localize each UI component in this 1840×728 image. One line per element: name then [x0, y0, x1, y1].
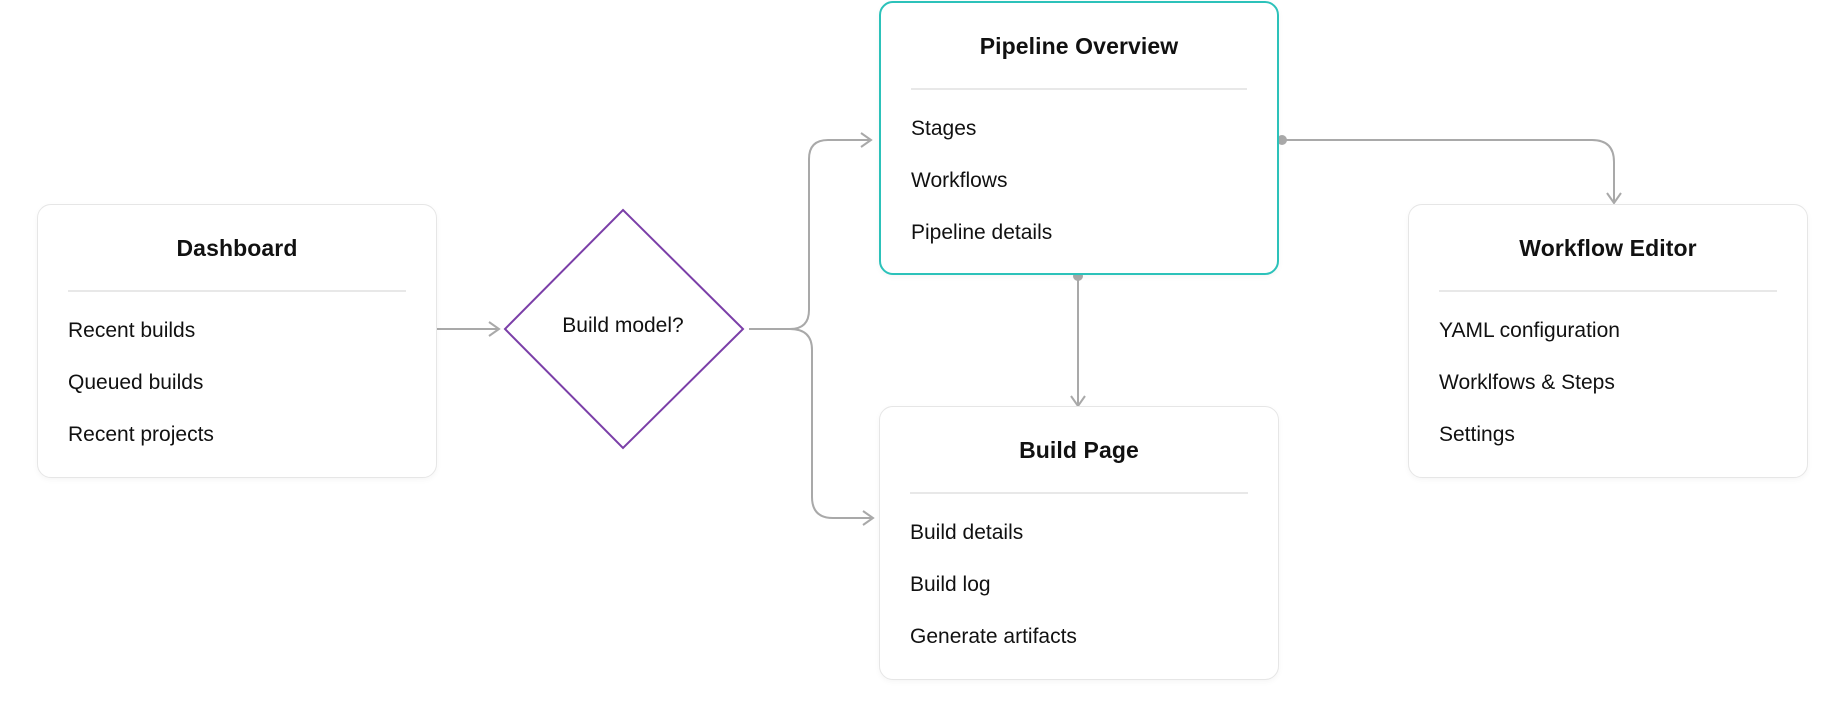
card-title: Pipeline Overview: [979, 33, 1179, 59]
list-item-recent-builds[interactable]: Recent builds: [68, 319, 196, 342]
card-title: Workflow Editor: [1519, 235, 1697, 261]
decision-diamond[interactable]: [503, 208, 745, 450]
connector-pipeline-to-workflow-editor[interactable]: [1282, 139, 1615, 201]
card-workflow-editor[interactable]: Workflow Editor YAML configuration Workl…: [1408, 204, 1808, 478]
connector-start-dot-icon: [1277, 135, 1287, 145]
card-divider: [1439, 290, 1777, 292]
card-divider: [68, 290, 406, 292]
list-item-workflows[interactable]: Workflows: [911, 169, 1008, 192]
card-item-list: Recent builds Queued builds Recent proje…: [68, 317, 214, 473]
arrowhead-icon: [862, 510, 875, 526]
connector-decision-to-build-page[interactable]: [789, 328, 871, 519]
arrowhead-icon: [488, 321, 501, 337]
card-item-list: YAML configuration Worklfows & Steps Set…: [1439, 317, 1620, 473]
decision-label: Build model?: [562, 314, 684, 337]
list-item-settings[interactable]: Settings: [1439, 423, 1515, 446]
list-item-recent-projects[interactable]: Recent projects: [68, 423, 214, 446]
list-item-stages[interactable]: Stages: [911, 117, 977, 140]
card-build-page[interactable]: Build Page Build details Build log Gener…: [879, 406, 1279, 680]
list-item-pipeline-details[interactable]: Pipeline details: [911, 221, 1053, 244]
list-item-yaml-configuration[interactable]: YAML configuration: [1439, 319, 1620, 342]
card-divider: [910, 492, 1248, 494]
arrowhead-icon: [1606, 192, 1622, 205]
card-title: Build Page: [1019, 437, 1139, 463]
list-item-build-log[interactable]: Build log: [910, 573, 991, 596]
connector-decision-to-pipeline-overview[interactable]: [749, 139, 869, 330]
list-item-build-details[interactable]: Build details: [910, 521, 1024, 544]
card-title: Dashboard: [176, 235, 298, 261]
card-divider: [911, 88, 1247, 90]
card-item-list: Build details Build log Generate artifac…: [910, 519, 1077, 675]
list-item-workflows-steps[interactable]: Worklfows & Steps: [1439, 371, 1615, 394]
list-item-queued-builds[interactable]: Queued builds: [68, 371, 204, 394]
card-dashboard[interactable]: Dashboard Recent builds Queued builds Re…: [37, 204, 437, 478]
list-item-generate-artifacts[interactable]: Generate artifacts: [910, 625, 1077, 648]
card-pipeline-overview[interactable]: Pipeline Overview Stages Workflows Pipel…: [879, 1, 1279, 275]
arrowhead-icon: [860, 132, 873, 148]
card-item-list: Stages Workflows Pipeline details: [911, 115, 1052, 271]
